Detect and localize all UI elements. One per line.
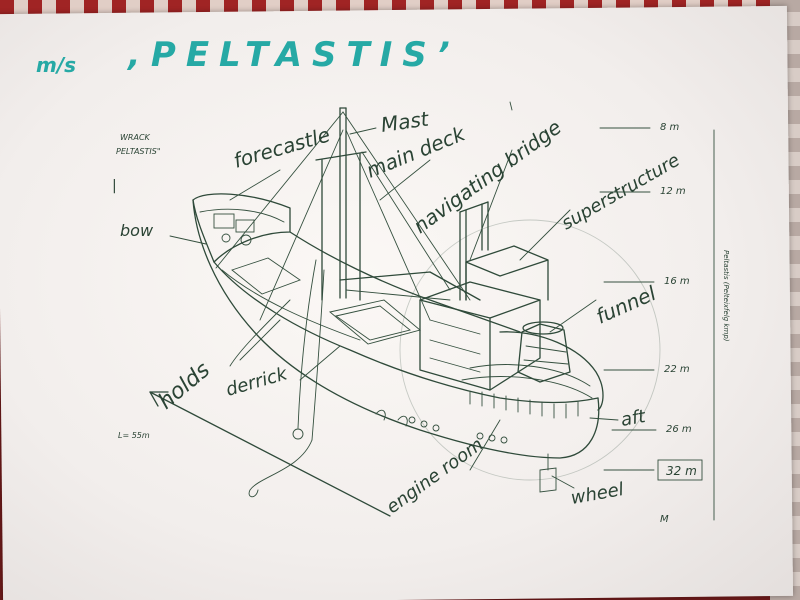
length-arrow: L= 55m <box>118 391 391 517</box>
title-ship-name: ‚PELTASTIS’ <box>126 35 460 75</box>
label-mast: Mast <box>379 106 431 137</box>
depth-label: 32 m <box>666 464 697 478</box>
label-wheel: wheel <box>569 479 625 509</box>
depth-label: 22 m <box>664 364 690 375</box>
depth-mark: 12 m <box>599 186 686 197</box>
ship-superstructure <box>419 201 571 391</box>
ship-hull <box>192 193 604 459</box>
label-holds: holds <box>154 358 215 415</box>
depth-label: 12 m <box>660 186 686 197</box>
length-note: L= 55m <box>118 431 150 440</box>
label-engine-room: engine room <box>383 434 488 518</box>
label-leader-lines <box>169 101 619 489</box>
ship-mast-and-derrick <box>215 107 661 498</box>
depth-scale: 8 m 12 m 16 m 22 m 26 m 32 m <box>599 122 730 525</box>
side-note-text: Peltastis (Pelteixfelg kmp) <box>722 250 730 342</box>
depth-mark: 8 m <box>599 122 680 133</box>
depth-label: 26 m <box>666 424 692 435</box>
depth-mark: 22 m <box>603 364 690 375</box>
label-derrick: derrick <box>224 363 291 401</box>
depth-label: 8 m <box>660 122 680 133</box>
wreck-note-line1: WRACK <box>120 133 151 142</box>
depth-label: 16 m <box>664 276 690 287</box>
depth-mark: 16 m <box>603 276 690 287</box>
depth-mark: 26 m <box>611 424 692 435</box>
label-funnel: funnel <box>592 281 660 329</box>
wreck-note-line2: PELTASTIS" <box>116 147 161 156</box>
label-bow: bow <box>120 221 154 240</box>
label-aft: aft <box>619 406 648 431</box>
depth-mark-boxed: 32 m <box>603 459 703 481</box>
corner-mark: M <box>660 514 669 525</box>
label-forecastle: forecastle <box>231 122 333 172</box>
wreck-note-line3: | <box>112 178 117 194</box>
title-prefix: m/s <box>36 53 76 77</box>
